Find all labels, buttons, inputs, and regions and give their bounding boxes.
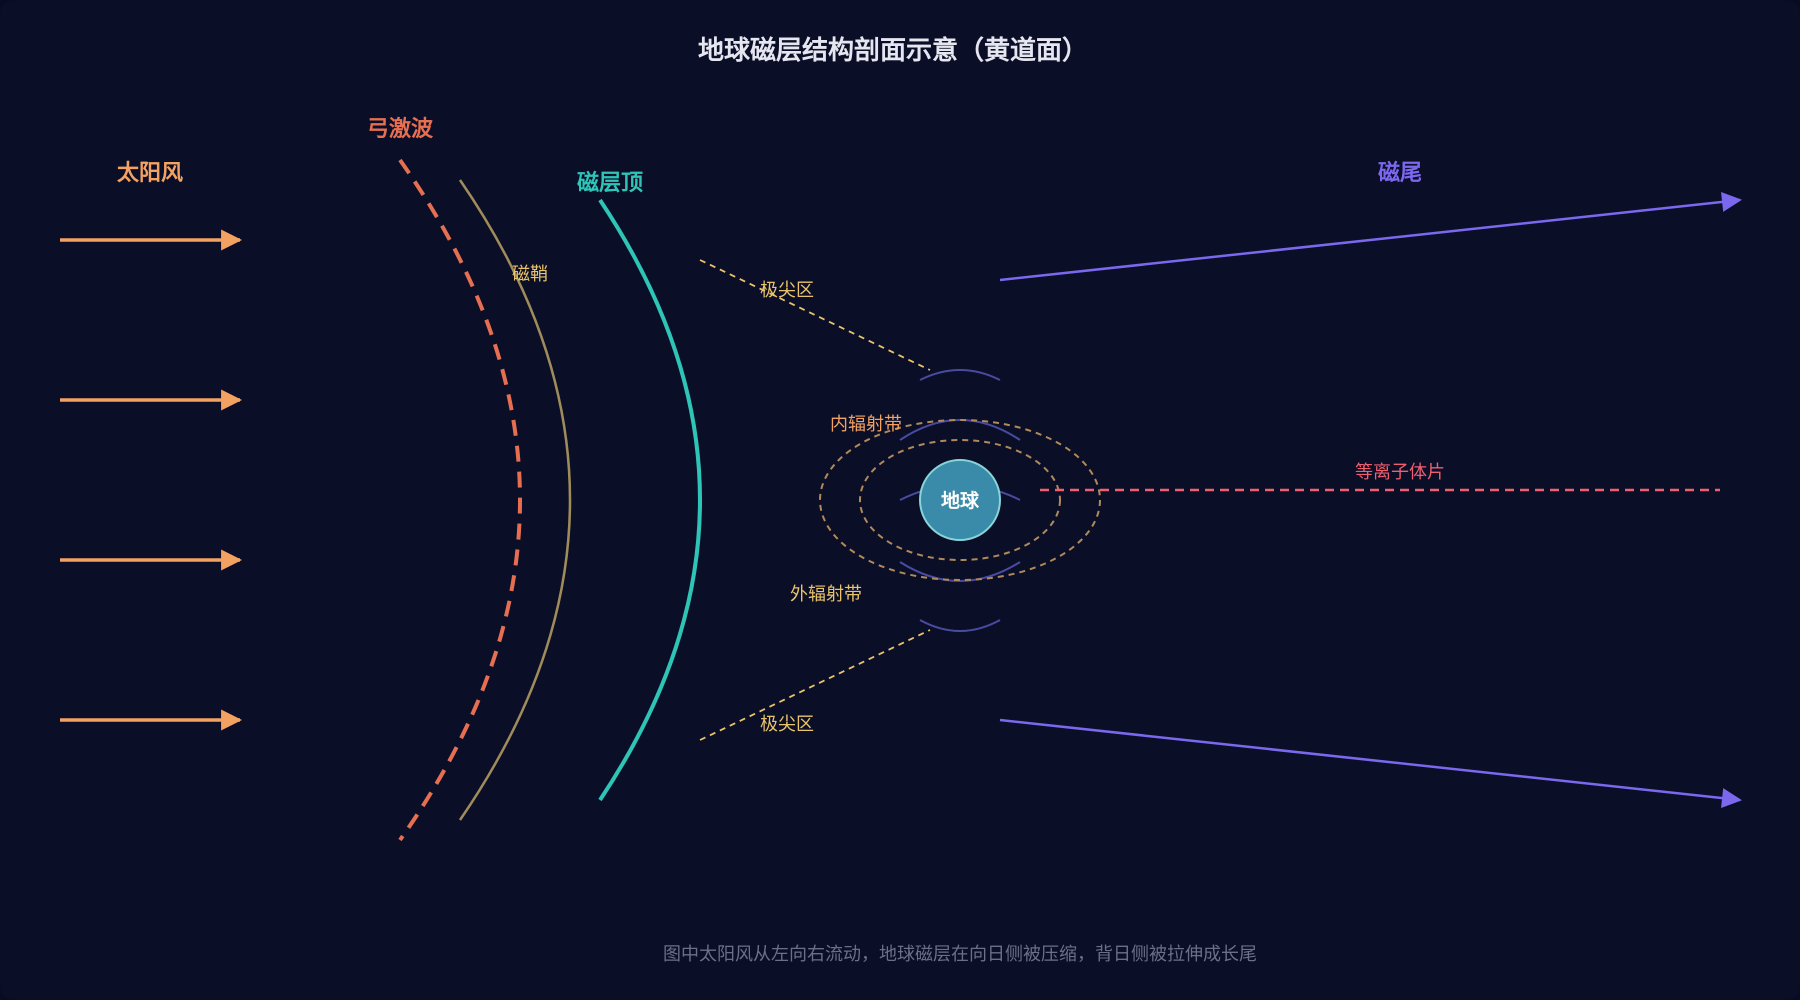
diagram-title: 地球磁层结构剖面示意（黄道面） <box>698 35 1088 66</box>
bow-shock-curve <box>398 158 522 842</box>
plasma-sheet-label: 等离子体片 <box>1355 462 1445 483</box>
magnetosheath-curve <box>458 179 572 821</box>
cusp-north-line <box>699 259 931 371</box>
solar-wind-arrows <box>60 229 243 731</box>
field-line-arc <box>899 419 1021 441</box>
magnetotail-upper-line <box>999 191 1742 282</box>
cusp-south-line <box>699 629 931 741</box>
inner-radiation-belt <box>859 439 1061 561</box>
magnetopause-label: 磁层顶 <box>577 170 643 196</box>
cusp-south-label: 极尖区 <box>760 714 814 735</box>
magnetotail-lower-line <box>999 718 1742 809</box>
outer-belt-label: 外辐射带 <box>790 584 862 605</box>
cusp-north-label: 极尖区 <box>760 280 814 301</box>
earth-label: 地球 <box>941 489 980 512</box>
field-line-arc <box>899 561 1021 582</box>
field-line-arc <box>919 369 1001 381</box>
field-lines <box>899 369 1021 632</box>
magnetopause-curve <box>598 198 702 802</box>
magnetotail-label: 磁尾 <box>1378 160 1422 186</box>
diagram-caption: 图中太阳风从左向右流动，地球磁层在向日侧被压缩，背日侧被拉伸成长尾 <box>663 944 1257 965</box>
solar-wind-label: 太阳风 <box>117 161 183 186</box>
bow-shock-label: 弓激波 <box>367 116 434 142</box>
inner-belt-label: 内辐射带 <box>830 414 902 435</box>
field-line-arc <box>919 619 1001 632</box>
magnetosheath-label: 磁鞘 <box>512 264 548 285</box>
outer-radiation-belt <box>819 419 1101 581</box>
earth <box>919 459 1001 541</box>
